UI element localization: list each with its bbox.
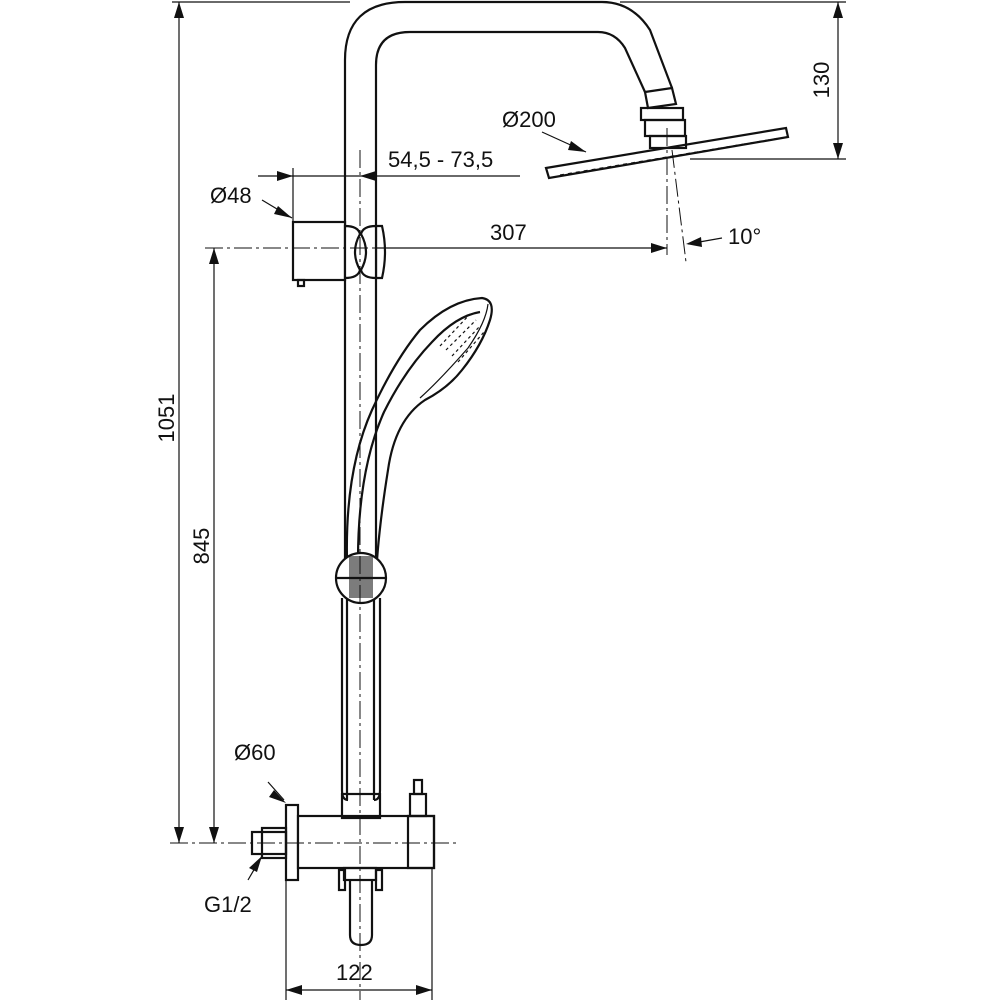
label-overhead-projection: 130 [809,62,834,99]
label-arm-reach: 307 [490,220,527,245]
slide-rail [340,598,382,802]
label-thread: G1/2 [204,892,252,917]
label-head-diameter: Ø200 [502,107,556,132]
label-flange-diameter: Ø60 [234,740,276,765]
label-bracket-range: 54,5 - 73,5 [388,147,493,172]
label-total-height: 1051 [154,394,179,443]
riser-pipe [343,0,674,800]
label-hand-shower-height: 845 [189,528,214,565]
leaders [247,131,723,881]
dim-845 [209,248,219,843]
wall-bracket [291,220,387,288]
dim-bracket-range [258,168,520,222]
mixer-body [250,778,436,947]
dim-130 [620,1,846,160]
centre-lines [170,128,687,1000]
label-centre-distance: 122 [336,960,373,985]
dim-1051 [172,1,350,843]
label-bracket-diameter: Ø48 [210,183,252,208]
dim-122 [285,868,433,1000]
label-tilt-angle: 10° [728,224,761,249]
dim-307 [376,243,667,253]
hand-shower [334,296,493,605]
overhead-shower [544,86,790,180]
